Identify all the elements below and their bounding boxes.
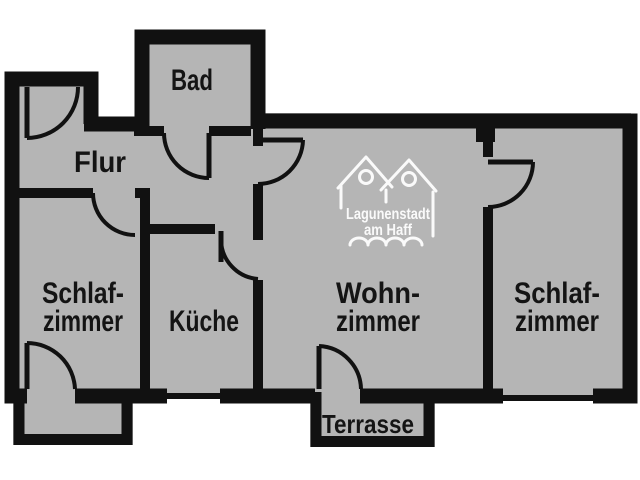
door-terrasse (316, 344, 363, 390)
doors (24, 86, 535, 390)
wall-balcony (13, 392, 133, 445)
two-houses-over-water-icon (336, 155, 438, 247)
door-balcony (24, 340, 77, 390)
logo-house-right-window (401, 171, 417, 187)
room-label-schlafzimmer-rechts-line2: zimmer (515, 305, 599, 338)
wall-terrasse (310, 392, 435, 447)
door-flur-wohnzimmer (257, 137, 305, 186)
floor-areas (12, 37, 631, 447)
door-schlafzimmer-links-arc (91, 192, 136, 237)
room-label-flur: Flur (74, 146, 126, 179)
logo-text-line2: am Haff (364, 222, 413, 239)
logo-house-left-window (358, 169, 374, 185)
floor-wohnzimmer-schlafzimmer-rechts (250, 113, 631, 396)
logo-house-right-roof (379, 158, 438, 193)
room-label-schlafzimmer-links-line1: Schlaf- (42, 277, 124, 310)
room-label-bad: Bad (171, 64, 213, 97)
door-entrance (24, 86, 80, 140)
room-labels: Bad Flur Schlaf- zimmer Küche Wohn- zimm… (42, 64, 600, 439)
room-label-terrasse: Terrasse (322, 409, 414, 439)
door-terrasse-arc (318, 344, 363, 390)
logo-waves (348, 236, 424, 247)
door-schlafzimmer-rechts (487, 159, 535, 209)
door-flur-wohnzimmer-arc (257, 139, 305, 186)
door-bad (162, 132, 212, 180)
wall-left-and-topleft (4, 71, 99, 404)
room-label-wohnzimmer-line2: zimmer (336, 305, 420, 338)
logo: Lagunenstadt am Haff (336, 155, 438, 247)
logo-house-left-roof (336, 155, 394, 190)
wall-block-junction (476, 127, 495, 142)
interior-walls (12, 121, 493, 396)
door-bad-arc (162, 132, 210, 180)
room-label-kueche: Küche (169, 305, 239, 338)
door-balcony-arc (26, 340, 77, 390)
door-entrance-arc (26, 86, 80, 140)
door-schlafzimmer-rechts-arc (487, 161, 535, 209)
logo-text-line1: Lagunenstadt (346, 206, 431, 223)
room-label-wohnzimmer-line1: Wohn- (336, 277, 420, 310)
annex-walls (13, 392, 435, 447)
door-schlafzimmer-links (91, 192, 136, 237)
room-label-schlafzimmer-rechts-line1: Schlaf- (514, 277, 600, 310)
room-label-schlafzimmer-links-line2: zimmer (43, 305, 123, 338)
windows (167, 393, 593, 401)
door-kueche-arc (218, 238, 259, 281)
floor-bad (135, 37, 265, 130)
door-kueche (218, 231, 259, 281)
